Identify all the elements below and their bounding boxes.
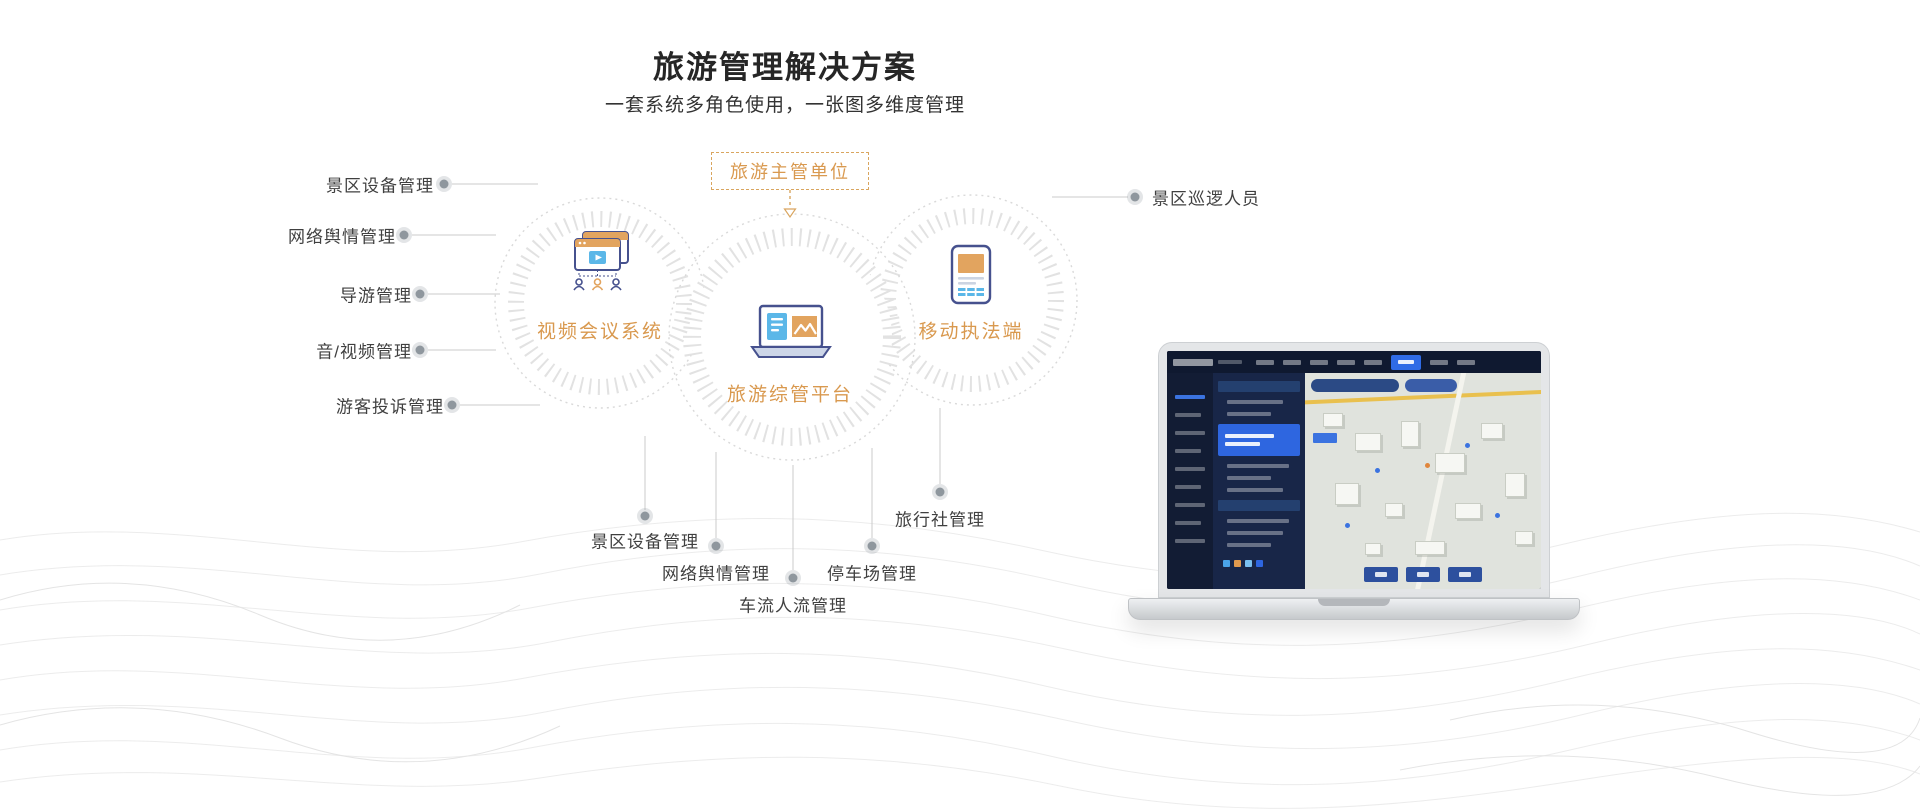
map-building — [1415, 541, 1445, 555]
connector-dot — [415, 289, 425, 299]
page-subtitle: 一套系统多角色使用，一张图多维度管理 — [604, 95, 965, 116]
map-filter-control — [1311, 379, 1399, 392]
nav-tab — [1457, 359, 1475, 365]
map-building — [1481, 423, 1503, 439]
laptop-base — [1128, 598, 1580, 620]
map-marker — [1345, 523, 1350, 528]
map-building — [1365, 543, 1381, 555]
feature-label-bottom-2: 网络舆情管理 — [662, 564, 770, 584]
map-building — [1505, 473, 1525, 497]
nav-tab — [1283, 359, 1301, 365]
panel-section-header — [1218, 500, 1300, 511]
laptop-dashboard-icon — [750, 304, 832, 358]
map-building — [1401, 421, 1419, 447]
feature-label-bottom-5: 旅行社管理 — [895, 510, 985, 530]
nav-tab — [1364, 359, 1382, 365]
map-label-tag — [1313, 433, 1337, 443]
map-marker — [1465, 443, 1470, 448]
panel-selected-item — [1218, 424, 1300, 456]
feature-label-bottom-4: 停车场管理 — [827, 564, 917, 584]
map-building — [1335, 483, 1359, 505]
authority-arrow — [783, 190, 797, 219]
dashboard-logo-sub — [1218, 360, 1242, 364]
connector-dot — [447, 400, 457, 410]
dashboard-layer-panel — [1213, 373, 1305, 589]
dotted-ring-video — [494, 197, 706, 409]
map-building — [1435, 453, 1465, 473]
map-building — [1515, 531, 1533, 545]
dashboard-body — [1167, 373, 1541, 589]
dotted-ring-mobile — [866, 194, 1078, 406]
connector-dot — [439, 179, 449, 189]
connector-dot — [399, 230, 409, 240]
tick-ring-video — [508, 211, 692, 395]
authority-box: 旅游主管单位 — [711, 152, 869, 190]
panel-section-header — [1218, 381, 1300, 392]
dashboard-nav-tabs — [1256, 354, 1475, 370]
node-label-platform: 旅游综管平台 — [726, 384, 854, 406]
feature-label-bottom-3: 车流人流管理 — [739, 596, 847, 616]
map-building — [1355, 433, 1381, 451]
map-road-white — [1406, 373, 1468, 589]
nav-tab — [1337, 359, 1355, 365]
dashboard-3d-map — [1305, 373, 1541, 589]
connector-dot — [711, 541, 721, 551]
dashboard-sidebar — [1167, 373, 1213, 589]
connector-dot — [788, 573, 798, 583]
map-marker — [1375, 468, 1380, 473]
dashboard-topbar — [1167, 351, 1541, 373]
laptop-notch — [1318, 599, 1390, 606]
smartphone-icon — [950, 244, 992, 305]
nav-tab-active — [1391, 354, 1421, 370]
panel-legend-chips — [1213, 555, 1305, 572]
map-button — [1448, 567, 1482, 582]
map-marker-orange — [1425, 463, 1430, 468]
nav-tab — [1430, 359, 1448, 365]
connector-dot — [1130, 192, 1140, 202]
feature-label-left-5: 游客投诉管理 — [336, 397, 444, 417]
tick-ring-mobile — [880, 208, 1064, 392]
connector-lines — [412, 183, 1128, 570]
map-filter-control — [1405, 379, 1457, 392]
map-bottom-buttons — [1364, 567, 1482, 582]
map-button — [1406, 567, 1440, 582]
feature-label-left-2: 网络舆情管理 — [288, 227, 396, 247]
node-label-mobile-terminal: 移动执法端 — [918, 321, 1024, 343]
node-label-video-system: 视频会议系统 — [536, 321, 664, 343]
connector-dot — [935, 487, 945, 497]
nav-tab — [1256, 359, 1274, 365]
laptop-screen — [1158, 342, 1550, 598]
dashboard-screen — [1167, 351, 1541, 589]
map-building — [1323, 413, 1343, 427]
video-conference-icon — [573, 231, 629, 291]
map-button — [1364, 567, 1398, 582]
tick-ring-platform — [683, 228, 901, 446]
map-building — [1455, 503, 1481, 519]
connector-dot — [415, 345, 425, 355]
feature-label-left-4: 音/视频管理 — [316, 342, 412, 362]
laptop-mockup — [1128, 342, 1580, 620]
dotted-ring-platform — [668, 213, 916, 461]
feature-label-right-1: 景区巡逻人员 — [1152, 189, 1260, 209]
connector-dot — [640, 511, 650, 521]
dashboard-logo — [1173, 358, 1213, 366]
page-title: 旅游管理解决方案 — [653, 50, 917, 85]
map-marker — [1495, 513, 1500, 518]
feature-label-left-1: 景区设备管理 — [326, 176, 434, 196]
feature-label-left-3: 导游管理 — [340, 286, 412, 306]
feature-label-bottom-1: 景区设备管理 — [591, 532, 699, 552]
connector-dot — [867, 541, 877, 551]
map-building — [1385, 503, 1403, 517]
nav-tab — [1310, 359, 1328, 365]
